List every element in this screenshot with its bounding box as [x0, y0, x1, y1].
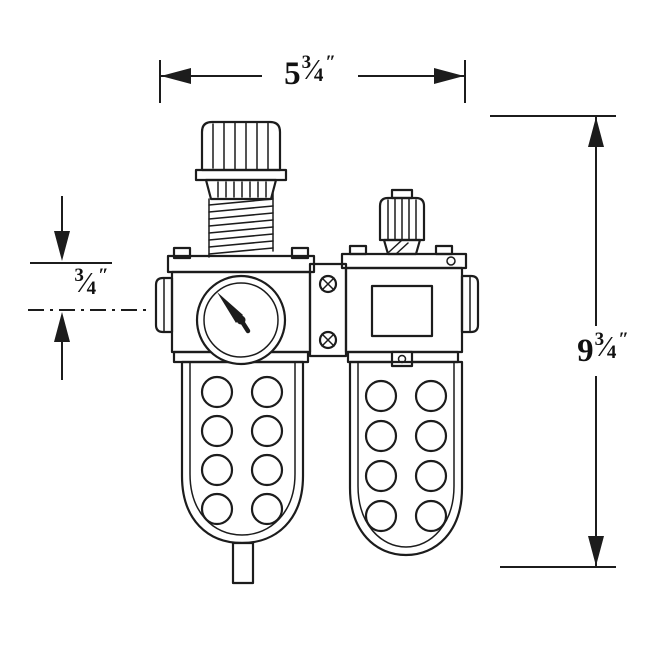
neck-hatch [388, 240, 402, 253]
knob-ribs [212, 121, 269, 171]
fraction-slash: ⁄ [603, 332, 608, 363]
bowl-hole [250, 414, 284, 448]
port-numerator: 3 [74, 264, 84, 286]
bowl-hole [364, 419, 398, 453]
lubricator [340, 188, 480, 368]
drain-stem [231, 541, 255, 585]
filter-bowl [180, 360, 305, 585]
bowl-hole [414, 419, 448, 453]
flange-screw [446, 256, 456, 266]
bowl-hole [200, 453, 234, 487]
lubricator-body [344, 266, 464, 354]
arrow-left-icon [161, 68, 191, 84]
bowl-hole [414, 499, 448, 533]
height-whole: 9 [577, 332, 594, 369]
inch-mark: ″ [98, 264, 109, 286]
bowl-hole [200, 492, 234, 526]
outlet-port [460, 274, 480, 334]
neck-hatch [395, 242, 409, 255]
port-dimension-label: 3⁄4″ [64, 266, 118, 308]
arrow-down-icon [54, 231, 70, 261]
spring [208, 192, 274, 258]
arrow-up-icon [54, 312, 70, 342]
height-dimension [490, 115, 616, 568]
regulator-knob [200, 120, 282, 172]
width-numerator: 3 [301, 51, 312, 73]
bowl-hole [200, 414, 234, 448]
filter-regulator [154, 120, 316, 364]
flange-ear [348, 244, 368, 256]
bowl-hole [414, 379, 448, 413]
bowl-hole [414, 459, 448, 493]
pressure-gauge [195, 274, 287, 366]
width-dimension [159, 60, 466, 103]
bowl-hole [200, 375, 234, 409]
lubricator-knob-tip [390, 188, 414, 200]
port-dimension [28, 196, 152, 380]
gauge-inner-ring [203, 282, 279, 358]
bowl-hole [250, 375, 284, 409]
bowl-hole [250, 492, 284, 526]
fraction-slash: ⁄ [310, 55, 315, 86]
sight-window [370, 284, 434, 338]
fraction-slash: ⁄ [82, 268, 88, 299]
bowl-hole [250, 453, 284, 487]
inlet-port [154, 276, 174, 334]
inch-mark: ″ [325, 51, 336, 73]
junction-block [308, 262, 348, 358]
arrow-up-icon [588, 117, 604, 147]
neck-ribs [217, 181, 267, 198]
height-denominator: 4 [606, 341, 617, 363]
flange-ear [434, 244, 454, 256]
height-numerator: 3 [594, 328, 605, 350]
gauge-needle [217, 292, 243, 323]
flange-ear [290, 246, 310, 260]
knob-flare [194, 168, 288, 182]
inch-mark: ″ [618, 328, 629, 350]
flange-ear [172, 246, 192, 260]
bowl-hole [364, 499, 398, 533]
bowl-hole [364, 379, 398, 413]
gauge-hub [236, 315, 246, 325]
lubricator-bowl [348, 360, 464, 557]
port-denominator: 4 [86, 277, 97, 299]
arrow-right-icon [434, 68, 464, 84]
drain-fitting [390, 350, 414, 368]
knob-ribs [387, 197, 417, 241]
lubricator-knob [378, 196, 426, 242]
arrow-down-icon [588, 536, 604, 566]
width-whole: 5 [284, 55, 301, 92]
bowl-hole [364, 459, 398, 493]
width-denominator: 4 [313, 64, 324, 86]
